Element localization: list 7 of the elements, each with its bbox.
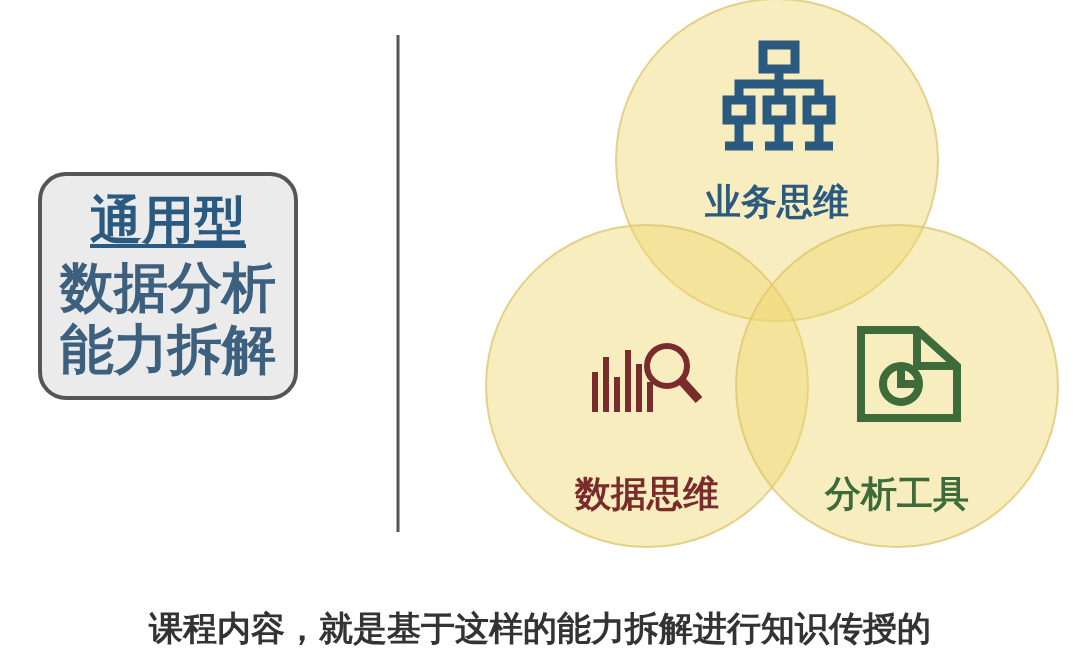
circle-label: 数据思维 bbox=[575, 472, 719, 516]
card-text: 数据分析能力拆解 bbox=[58, 256, 277, 381]
circle-label: 分析工具 bbox=[825, 472, 969, 516]
circle-label: 业务思维 bbox=[705, 180, 849, 224]
title-card bbox=[38, 172, 298, 400]
card-heading: 通用型 bbox=[90, 191, 246, 251]
caption-text: 课程内容，就是基于这样的能力拆解进行知识传授的 bbox=[147, 607, 932, 650]
